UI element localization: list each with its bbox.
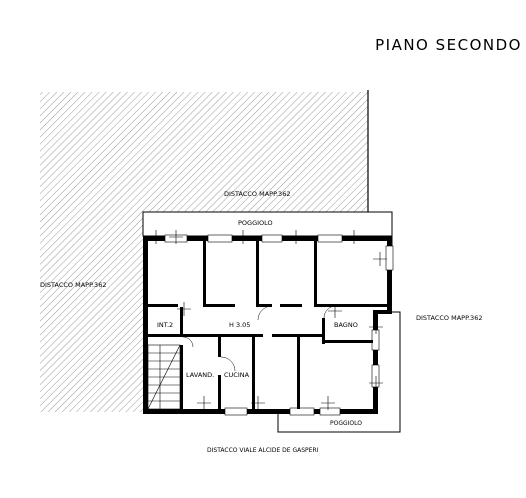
plan-title: PIANO SECONDO — [375, 36, 522, 54]
distacco-bottom-label: DISTACCO VIALE ALCIDE DE GASPERI — [207, 447, 319, 454]
cucina-label: CUCINA — [224, 371, 250, 379]
stairs — [147, 344, 181, 410]
distacco-top-label: DISTACCO MAPP.362 — [224, 190, 290, 198]
hatched-lot-area — [40, 92, 368, 412]
distacco-left-label: DISTACCO MAPP.362 — [40, 281, 106, 289]
distacco-right-label: DISTACCO MAPP.362 — [416, 314, 482, 322]
height-label: H 3.05 — [229, 321, 250, 329]
lavand-label: LAVAND. — [186, 371, 214, 379]
poggiolo-bottom-label: POGGIOLO — [330, 420, 362, 427]
door-swings — [182, 305, 337, 372]
int-label: INT.2 — [157, 321, 173, 329]
windows — [164, 234, 394, 416]
bagno-label: BAGNO — [334, 321, 358, 329]
interior-walls — [148, 240, 387, 409]
poggiolo-top-label: POGGIOLO — [238, 219, 273, 227]
crosshair-markers — [149, 230, 387, 410]
